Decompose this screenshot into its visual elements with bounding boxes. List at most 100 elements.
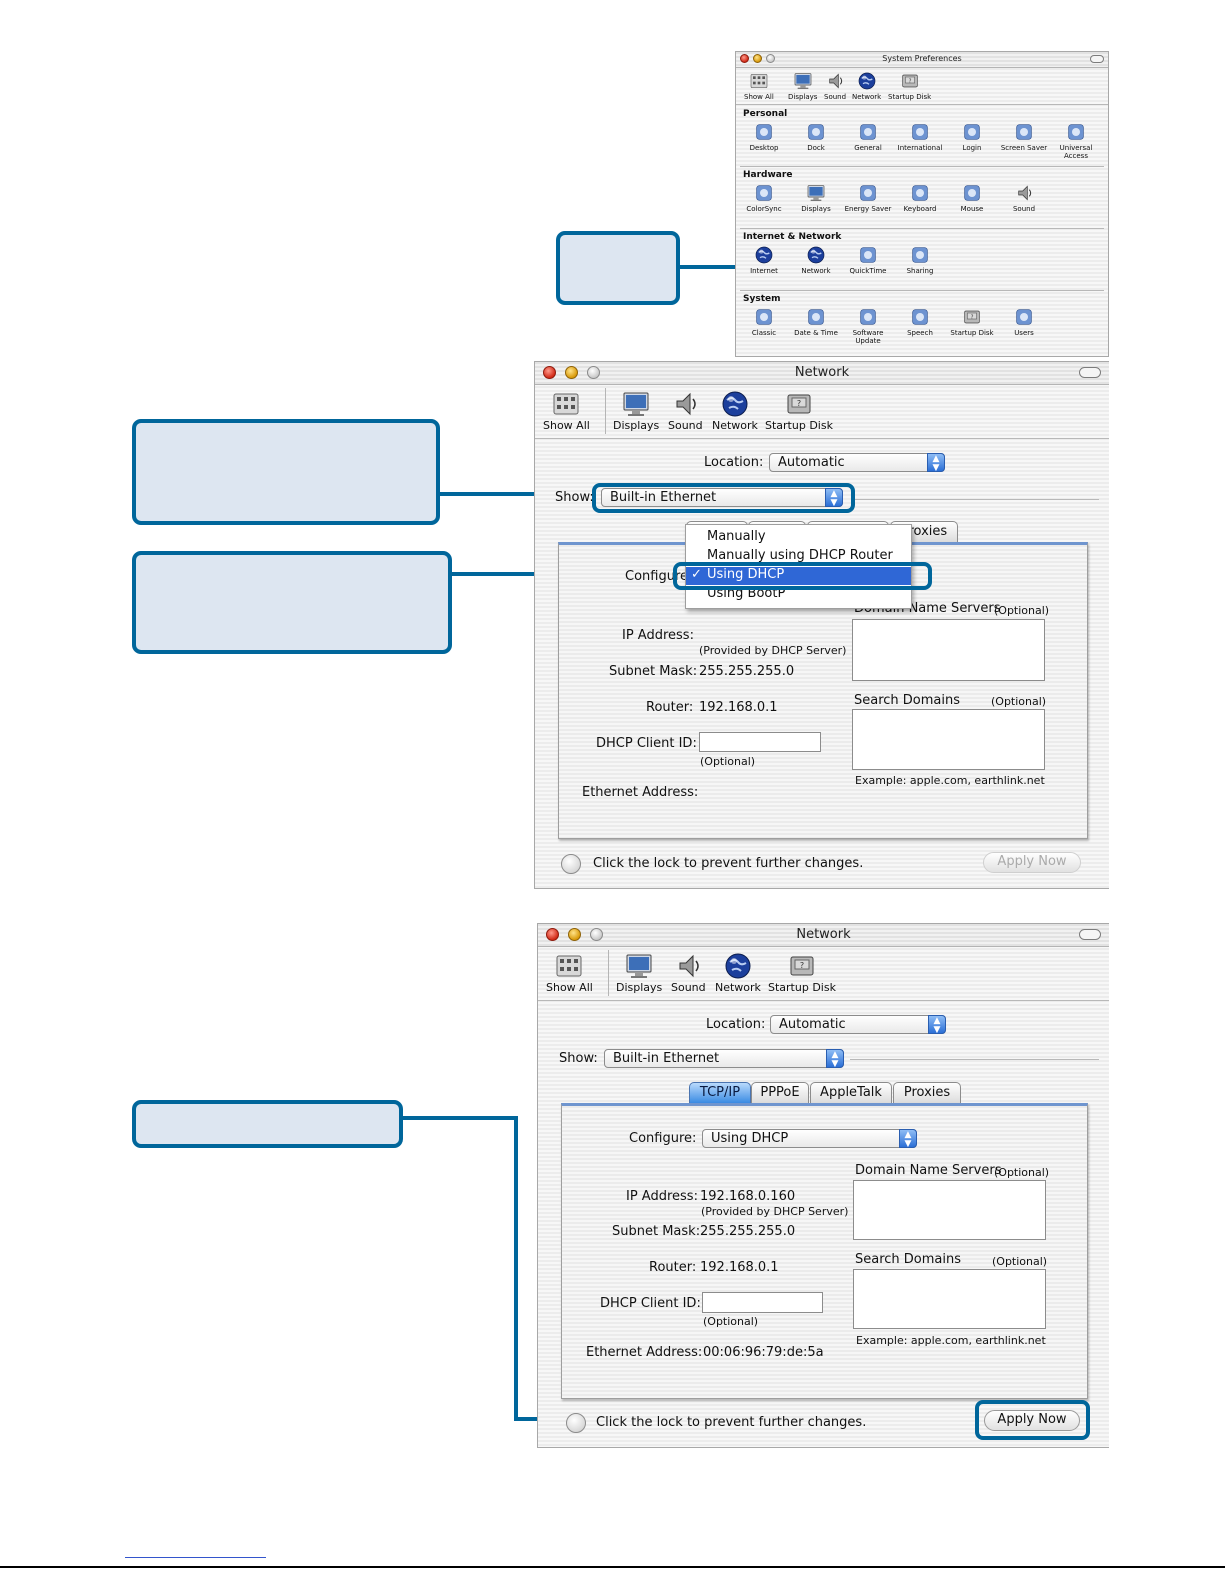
toolbar-item-network[interactable]: Network bbox=[852, 71, 881, 101]
toolbar-item-label: Network bbox=[715, 981, 761, 994]
section-label-hardware: Hardware bbox=[743, 170, 793, 180]
pref-pane-quicktime[interactable]: QuickTime bbox=[842, 245, 894, 275]
displays-icon bbox=[788, 71, 817, 93]
pref-pane-date-time[interactable]: Date & Time bbox=[790, 307, 842, 337]
toolbar-item-sound[interactable]: Sound bbox=[668, 389, 703, 432]
dns-servers-field[interactable] bbox=[852, 619, 1045, 681]
pref-pane-speech[interactable]: Speech bbox=[894, 307, 946, 337]
toolbar-item-startup-disk[interactable]: ?Startup Disk bbox=[888, 71, 931, 101]
minimize-button[interactable] bbox=[568, 928, 581, 941]
highlight-using-dhcp bbox=[673, 562, 932, 590]
pref-pane-keyboard[interactable]: Keyboard bbox=[894, 183, 946, 213]
tab-tcpip[interactable]: TCP/IP bbox=[689, 1082, 751, 1103]
svg-text:?: ? bbox=[797, 399, 801, 408]
apply-now-button[interactable]: Apply Now bbox=[983, 852, 1081, 873]
apply-now-button[interactable]: Apply Now bbox=[984, 1410, 1080, 1431]
pref-pane-network[interactable]: Network bbox=[790, 245, 842, 275]
toolbar-toggle-button[interactable] bbox=[1079, 367, 1101, 378]
pref-pane-login[interactable]: Login bbox=[946, 122, 998, 152]
toolbar-item-show-all[interactable]: Show All bbox=[543, 389, 590, 432]
subnet-mask-label: Subnet Mask: bbox=[612, 1224, 701, 1239]
pref-pane-displays[interactable]: Displays bbox=[790, 183, 842, 213]
pref-pane-dock[interactable]: Dock bbox=[790, 122, 842, 152]
close-button[interactable] bbox=[546, 928, 559, 941]
pref-pane-classic[interactable]: Classic bbox=[738, 307, 790, 337]
toolbar-item-label: Show All bbox=[543, 419, 590, 432]
footer-rule bbox=[0, 1566, 1225, 1568]
minimize-button[interactable] bbox=[565, 366, 578, 379]
close-button[interactable] bbox=[740, 54, 749, 63]
pref-pane-universal-access[interactable]: Universal Access bbox=[1050, 122, 1102, 160]
ethernet-address-value: 00:06:96:79:de:5a bbox=[703, 1345, 824, 1360]
close-button[interactable] bbox=[543, 366, 556, 379]
menu-item-manually[interactable]: Manually bbox=[707, 529, 766, 544]
classic-icon bbox=[754, 307, 774, 327]
pref-pane-international[interactable]: International bbox=[894, 122, 946, 152]
toolbar-item-startup-disk[interactable]: ?Startup Disk bbox=[765, 389, 833, 432]
toolbar-item-displays[interactable]: Displays bbox=[613, 389, 659, 432]
toolbar-toggle-button[interactable] bbox=[1090, 55, 1104, 63]
toolbar-separator bbox=[608, 950, 609, 996]
toolbar-item-sound[interactable]: Sound bbox=[824, 71, 846, 101]
toolbar-item-show-all[interactable]: Show All bbox=[546, 951, 593, 994]
lock-icon[interactable] bbox=[561, 854, 581, 874]
location-popup[interactable]: Automatic ▲▼ bbox=[770, 1015, 946, 1035]
search-domains-field[interactable] bbox=[853, 1269, 1046, 1329]
menu-item-using-dhcp[interactable]: ✓ Using DHCP bbox=[686, 567, 911, 585]
ethernet-address-label: Ethernet Address: bbox=[582, 785, 699, 800]
pref-pane-general[interactable]: General bbox=[842, 122, 894, 152]
show-all-icon bbox=[551, 389, 581, 419]
search-domains-field[interactable] bbox=[852, 709, 1045, 770]
menu-item-manually-dhcp-router[interactable]: Manually using DHCP Router bbox=[707, 548, 893, 563]
toolbar-item-startup-disk[interactable]: ?Startup Disk bbox=[768, 951, 836, 994]
pref-pane-startup-disk[interactable]: ?Startup Disk bbox=[946, 307, 998, 337]
footer-link-underline bbox=[125, 1557, 266, 1558]
subnet-mask-label: Subnet Mask: bbox=[609, 664, 698, 679]
zoom-button[interactable] bbox=[587, 366, 600, 379]
configure-popup[interactable]: Using DHCP ▲▼ bbox=[702, 1129, 917, 1149]
pref-pane-internet[interactable]: Internet bbox=[738, 245, 790, 275]
mouse-icon bbox=[962, 183, 982, 203]
section-label-internet-network: Internet & Network bbox=[743, 232, 842, 242]
toolbar-item-displays[interactable]: Displays bbox=[788, 71, 817, 101]
zoom-button[interactable] bbox=[766, 54, 775, 63]
subnet-mask-value: 255.255.255.0 bbox=[699, 664, 795, 679]
pref-pane-sound[interactable]: Sound bbox=[998, 183, 1050, 213]
sound-icon bbox=[824, 71, 846, 93]
pref-pane-software-update[interactable]: Software Update bbox=[842, 307, 894, 345]
tab-pppoe[interactable]: PPPoE bbox=[751, 1082, 809, 1103]
zoom-button[interactable] bbox=[590, 928, 603, 941]
speech-icon bbox=[910, 307, 930, 327]
dhcp-client-id-field[interactable] bbox=[702, 1292, 823, 1313]
pref-pane-label: Screen Saver bbox=[1000, 144, 1048, 152]
show-popup[interactable]: Built-in Ethernet ▲▼ bbox=[604, 1049, 844, 1069]
search-optional-label: (Optional) bbox=[991, 695, 1047, 708]
dhcp-client-id-field[interactable] bbox=[699, 732, 821, 752]
toolbar-item-displays[interactable]: Displays bbox=[616, 951, 662, 994]
configure-menu: Manually Manually using DHCP Router ✓ Us… bbox=[685, 524, 912, 609]
minimize-button[interactable] bbox=[753, 54, 762, 63]
tab-proxies[interactable]: Proxies bbox=[893, 1082, 961, 1103]
tab-appletalk[interactable]: AppleTalk bbox=[810, 1082, 892, 1103]
location-popup[interactable]: Automatic ▲▼ bbox=[769, 453, 945, 473]
toolbar-item-network[interactable]: Network bbox=[715, 951, 761, 994]
colorsync-icon bbox=[754, 183, 774, 203]
toolbar-toggle-button[interactable] bbox=[1079, 929, 1101, 940]
pref-pane-sharing[interactable]: Sharing bbox=[894, 245, 946, 275]
toolbar-item-sound[interactable]: Sound bbox=[671, 951, 706, 994]
toolbar-item-show-all[interactable]: Show All bbox=[744, 71, 774, 101]
toolbar-item-network[interactable]: Network bbox=[712, 389, 758, 432]
pref-pane-colorsync[interactable]: ColorSync bbox=[738, 183, 790, 213]
pref-pane-screen-saver[interactable]: Screen Saver bbox=[998, 122, 1050, 152]
pref-pane-label: Startup Disk bbox=[950, 329, 994, 337]
pref-pane-mouse[interactable]: Mouse bbox=[946, 183, 998, 213]
dns-servers-field[interactable] bbox=[853, 1180, 1046, 1240]
pref-pane-energy-saver[interactable]: Energy Saver bbox=[842, 183, 894, 213]
startup-disk-icon: ? bbox=[787, 951, 817, 981]
displays-icon bbox=[621, 389, 651, 419]
show-popup[interactable]: Built-in Ethernet ▲▼ bbox=[601, 488, 843, 508]
startup-disk-icon: ? bbox=[888, 71, 931, 93]
pref-pane-users[interactable]: Users bbox=[998, 307, 1050, 337]
pref-pane-desktop[interactable]: Desktop bbox=[738, 122, 790, 152]
lock-icon[interactable] bbox=[566, 1413, 586, 1433]
